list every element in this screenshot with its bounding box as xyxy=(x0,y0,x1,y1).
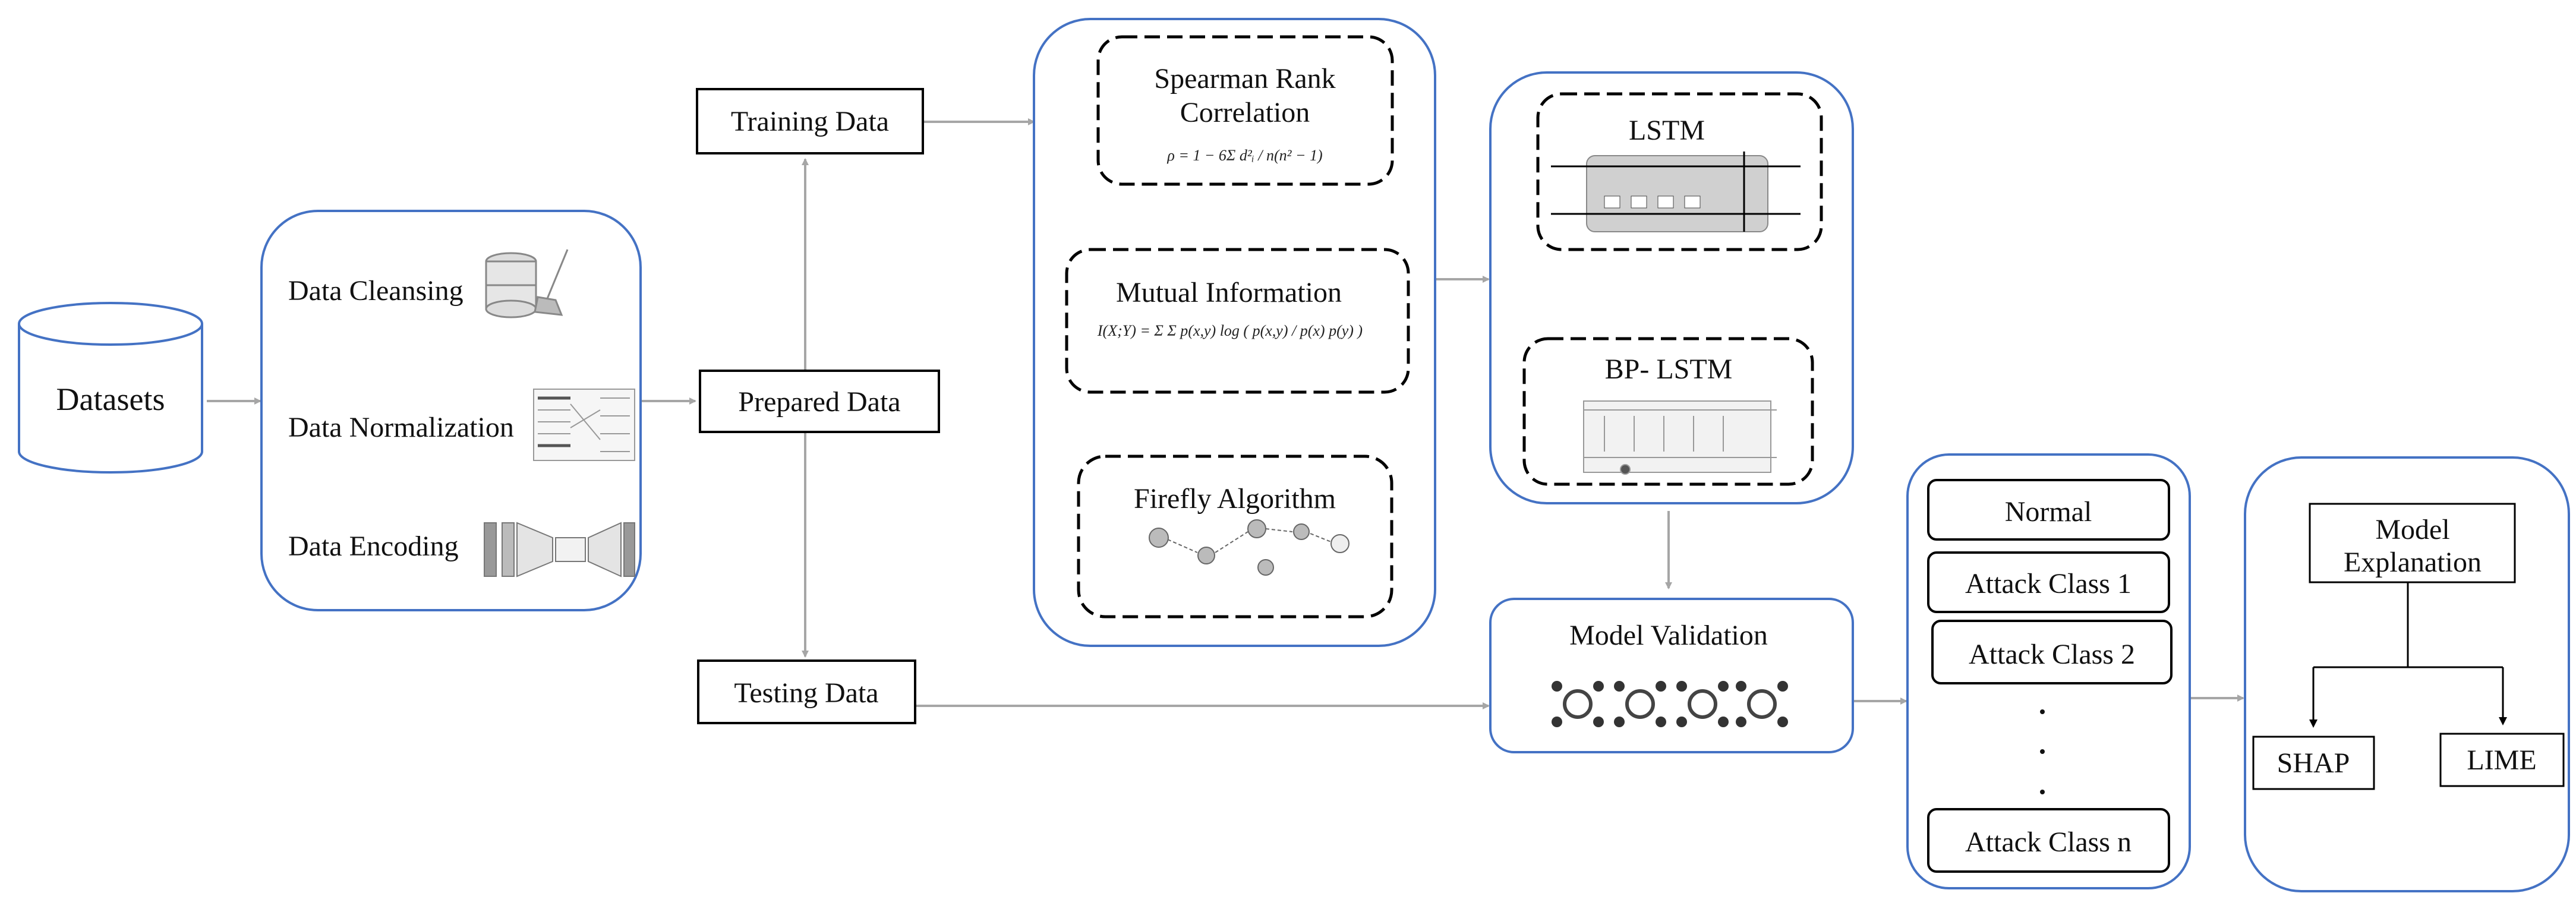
spearman-label-line1: Spearman Rank xyxy=(1154,63,1335,94)
mutual-information-formula: I(X;Y) = Σ Σ p(x,y) log ( p(x,y) / p(x) … xyxy=(1097,322,1363,339)
class-attack-1: Attack Class 1 xyxy=(1927,551,2170,613)
mutual-information-label: Mutual Information xyxy=(1116,277,1342,308)
model-validation-panel: Model Validation xyxy=(1489,598,1854,753)
shap-label: SHAP xyxy=(2277,747,2350,779)
model-explanation-box: Model Explanation xyxy=(2309,503,2516,583)
encoding-network-icon xyxy=(484,522,635,578)
datasets-cylinder: Datasets xyxy=(18,302,203,474)
class-attack-1-label: Attack Class 1 xyxy=(1965,568,2132,599)
data-encoding-label: Data Encoding xyxy=(288,531,459,562)
class-normal: Normal xyxy=(1927,479,2170,541)
lstm-cell-icon xyxy=(1551,152,1801,232)
spearman-label-line2: Correlation xyxy=(1180,97,1310,128)
spearman-box: Spearman Rank Correlation ρ = 1 − 6Σ d²ᵢ… xyxy=(1096,35,1394,186)
spearman-formula: ρ = 1 − 6Σ d²ᵢ / n(n² − 1) xyxy=(1166,147,1322,164)
class-attack-n-label: Attack Class n xyxy=(1965,826,2132,858)
firefly-label: Firefly Algorithm xyxy=(1134,483,1336,515)
model-validation-label: Model Validation xyxy=(1569,620,1768,651)
training-data-label: Training Data xyxy=(731,106,889,137)
lime-label: LIME xyxy=(2467,744,2536,776)
class-attack-n: Attack Class n xyxy=(1927,808,2170,873)
shap-box: SHAP xyxy=(2252,736,2375,790)
class-attack-2: Attack Class 2 xyxy=(1931,620,2173,684)
firefly-box: Firefly Algorithm xyxy=(1077,455,1393,618)
lstm-label: LSTM xyxy=(1629,115,1705,146)
training-data-box: Training Data xyxy=(696,88,924,154)
data-normalization-label: Data Normalization xyxy=(288,412,514,443)
bp-lstm-label: BP- LSTM xyxy=(1605,354,1733,385)
models-panel: LSTM BP- LSTM xyxy=(1489,71,1854,504)
testing-data-box: Testing Data xyxy=(697,659,916,724)
datasets-label: Datasets xyxy=(56,381,165,417)
model-explanation-line2: Explanation xyxy=(2344,547,2482,578)
testing-data-label: Testing Data xyxy=(734,677,878,709)
bp-lstm-cell-icon xyxy=(1583,400,1777,475)
class-attack-2-label: Attack Class 2 xyxy=(1969,639,2135,670)
lstm-box: LSTM xyxy=(1536,92,1823,251)
firefly-diagram-icon xyxy=(1149,519,1350,576)
prepared-data-box: Prepared Data xyxy=(699,370,940,433)
mutual-information-box: Mutual Information I(X;Y) = Σ Σ p(x,y) l… xyxy=(1065,248,1410,394)
explanation-panel: Model Explanation SHAP LIME xyxy=(2244,456,2570,892)
lime-box: LIME xyxy=(2439,733,2565,787)
normalization-diagram-icon xyxy=(533,389,635,461)
model-explanation-line1: Model xyxy=(2375,514,2449,545)
data-cleansing-label: Data Cleansing xyxy=(288,275,464,307)
preprocessing-panel: Data Cleansing Data Normalization Data E… xyxy=(260,210,642,611)
prepared-data-label: Prepared Data xyxy=(738,386,900,418)
explanation-branch-lines xyxy=(2309,582,2507,728)
feature-selection-panel: Spearman Rank Correlation ρ = 1 − 6Σ d²ᵢ… xyxy=(1033,18,1436,647)
validation-gears-icon xyxy=(1552,681,1788,727)
class-normal-label: Normal xyxy=(2005,496,2092,528)
ellipsis-dots xyxy=(2040,709,2045,794)
database-broom-icon xyxy=(485,249,569,318)
classes-panel: Normal Attack Class 1 Attack Class 2 Att… xyxy=(1906,453,2191,889)
bp-lstm-box: BP- LSTM xyxy=(1522,337,1814,486)
